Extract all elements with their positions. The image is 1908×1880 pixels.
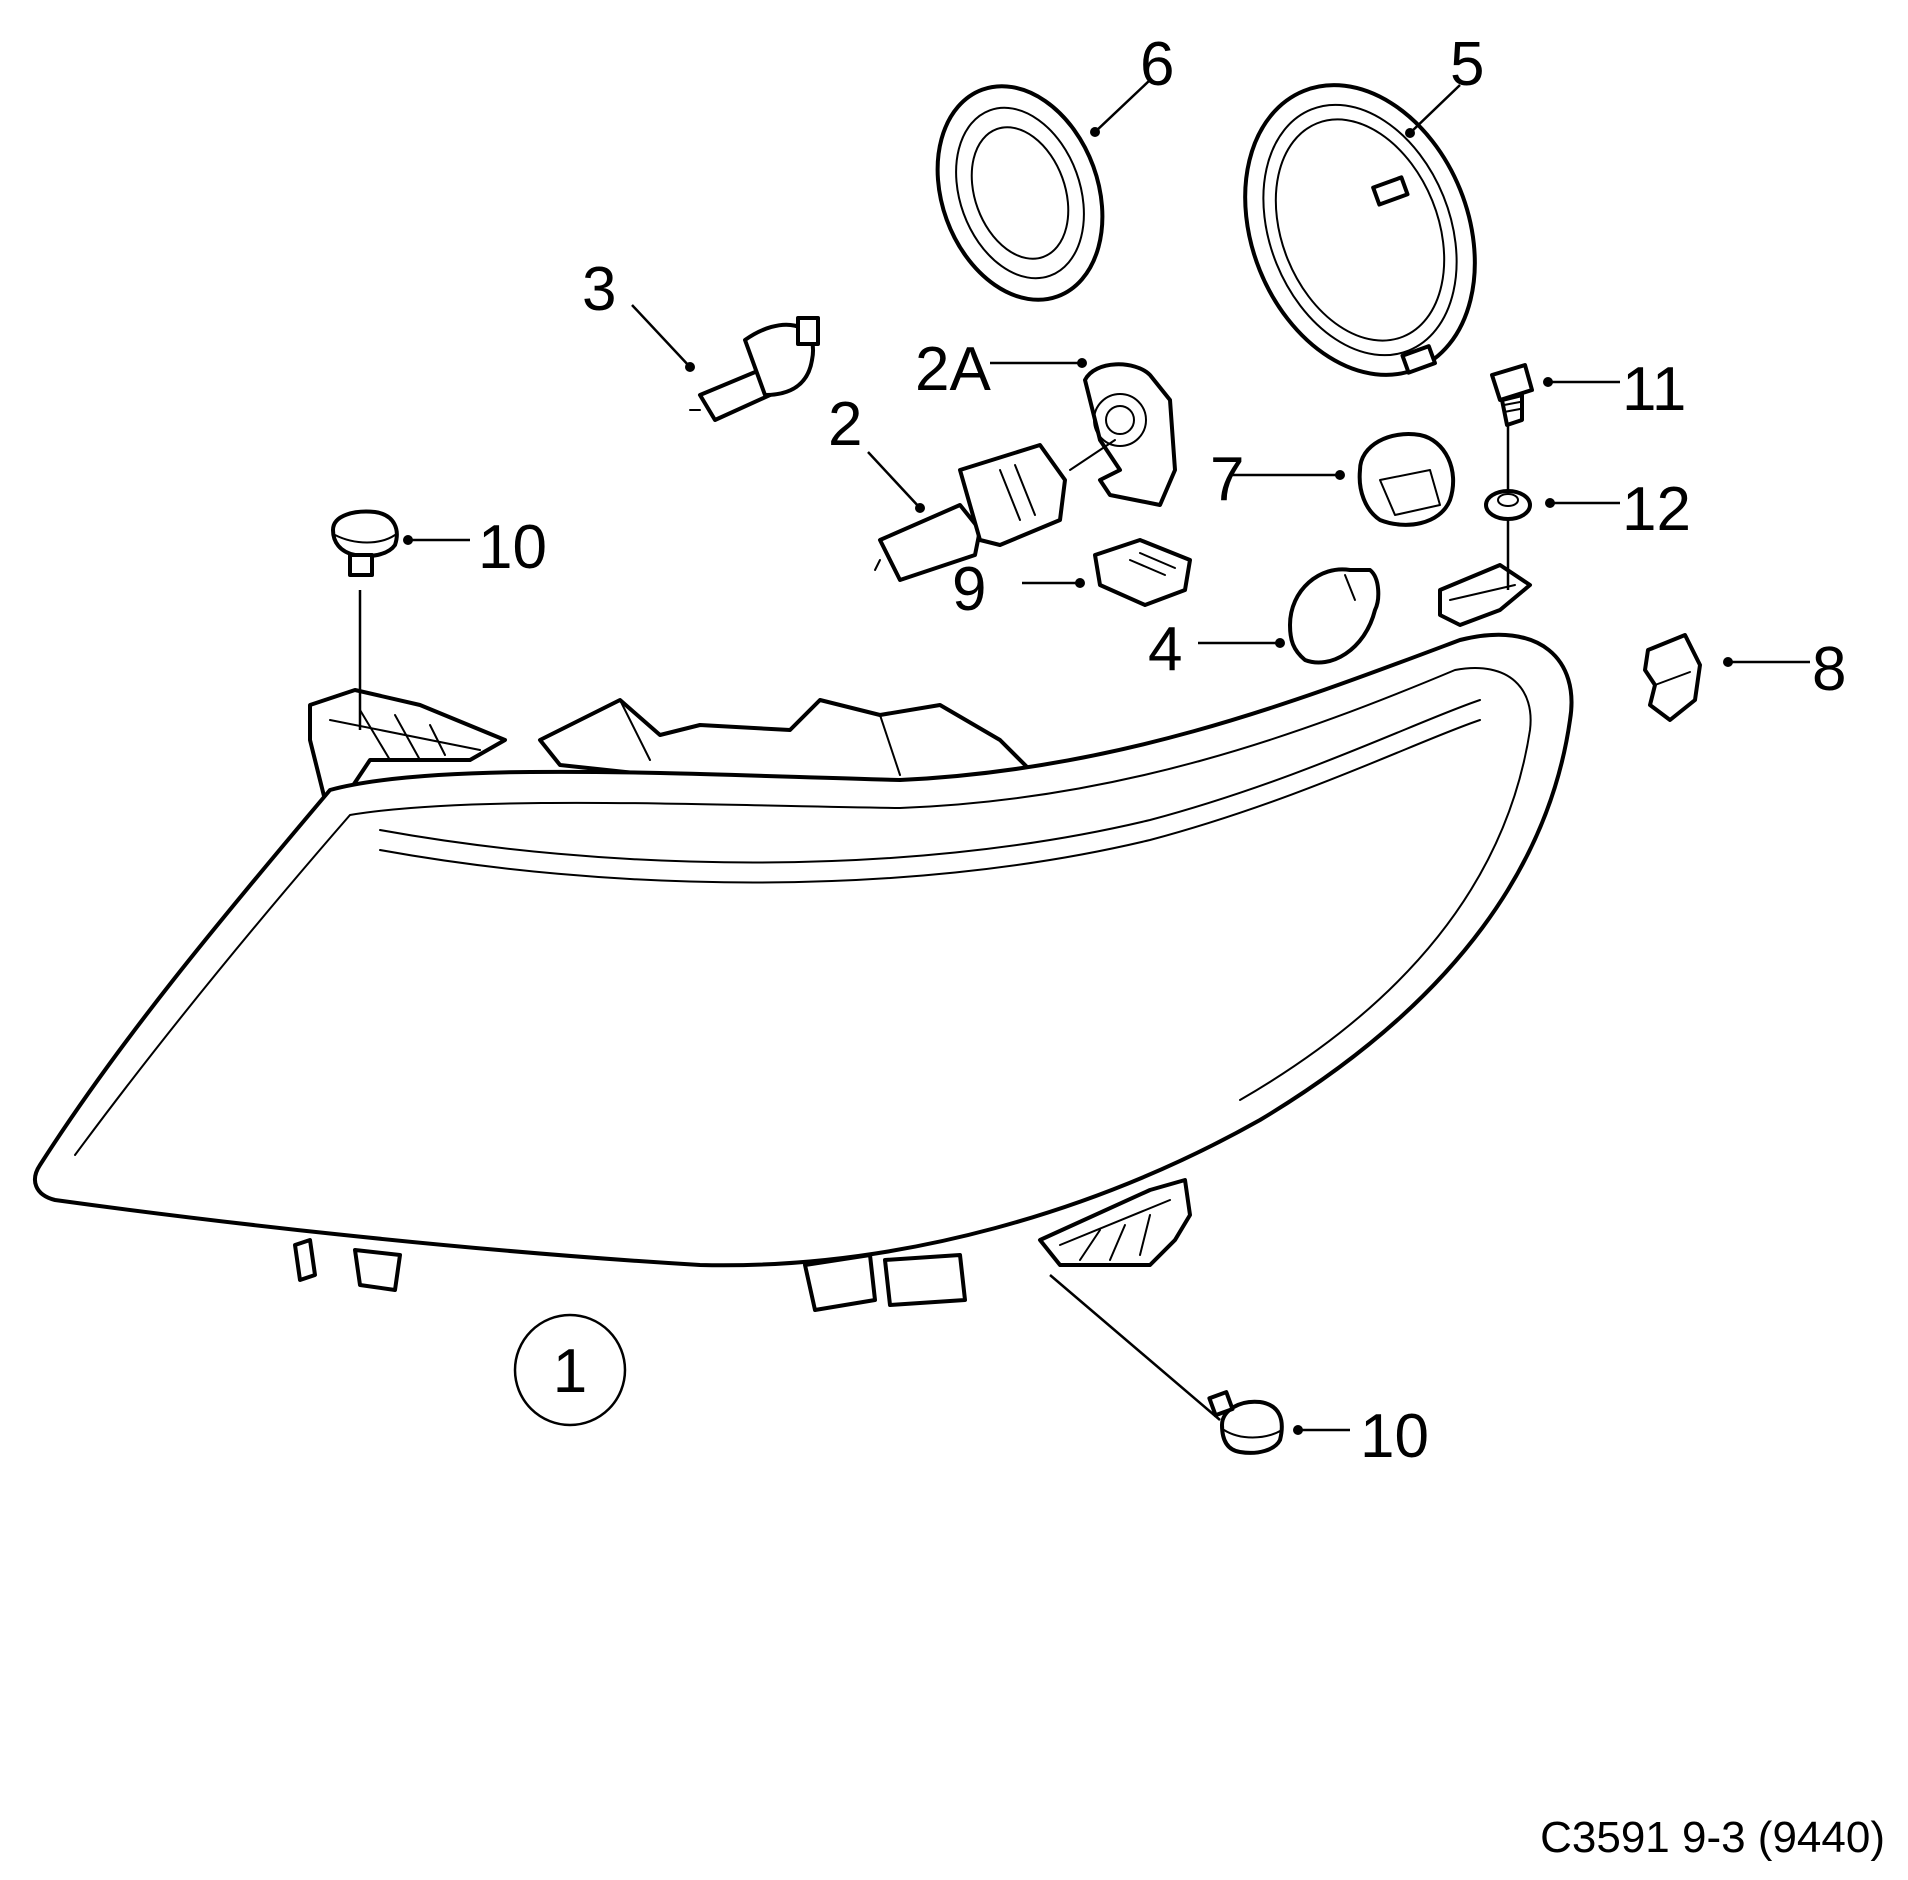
retaining-ring-large (1243, 83, 1477, 377)
figure-code: C3591 9-3 (9440) (1540, 1813, 1885, 1862)
leader-lines (358, 79, 1810, 1435)
push-clip-10-bottom (1207, 1390, 1284, 1455)
callout-1-circle (513, 1313, 627, 1427)
callout-12: 12 (1622, 475, 1691, 544)
callout-9: 9 (952, 555, 986, 624)
callout-1: 1 (553, 1337, 587, 1406)
clip-part-8 (1643, 633, 1702, 722)
callout-10-top: 10 (478, 513, 547, 582)
screw-part-11 (1490, 363, 1534, 427)
callout-2a: 2A (915, 335, 991, 404)
bulb-part-2 (874, 439, 1116, 582)
callout-3: 3 (582, 255, 616, 324)
callout-labels: 6 5 3 2A 2 7 9 4 8 11 12 10 10 1 (478, 30, 1846, 1471)
headlamp-housing (33, 563, 1574, 1312)
callout-5: 5 (1450, 30, 1484, 99)
callout-8: 8 (1812, 635, 1846, 704)
callout-7: 7 (1210, 445, 1244, 514)
callout-11: 11 (1622, 355, 1686, 424)
push-clip-10-top (331, 509, 399, 577)
bulb-holder-2a (1083, 362, 1177, 507)
callout-6: 6 (1140, 30, 1174, 99)
bulb-part-3 (689, 316, 820, 422)
nut-part-12 (1484, 489, 1532, 521)
callout-10-bottom: 10 (1360, 1402, 1429, 1471)
socket-part-7 (1357, 432, 1456, 527)
bulb-part-4 (1288, 567, 1381, 665)
callout-4: 4 (1148, 615, 1182, 684)
connector-part-9 (1093, 538, 1192, 607)
seal-ring-small (935, 84, 1105, 302)
callout-2: 2 (828, 390, 862, 459)
